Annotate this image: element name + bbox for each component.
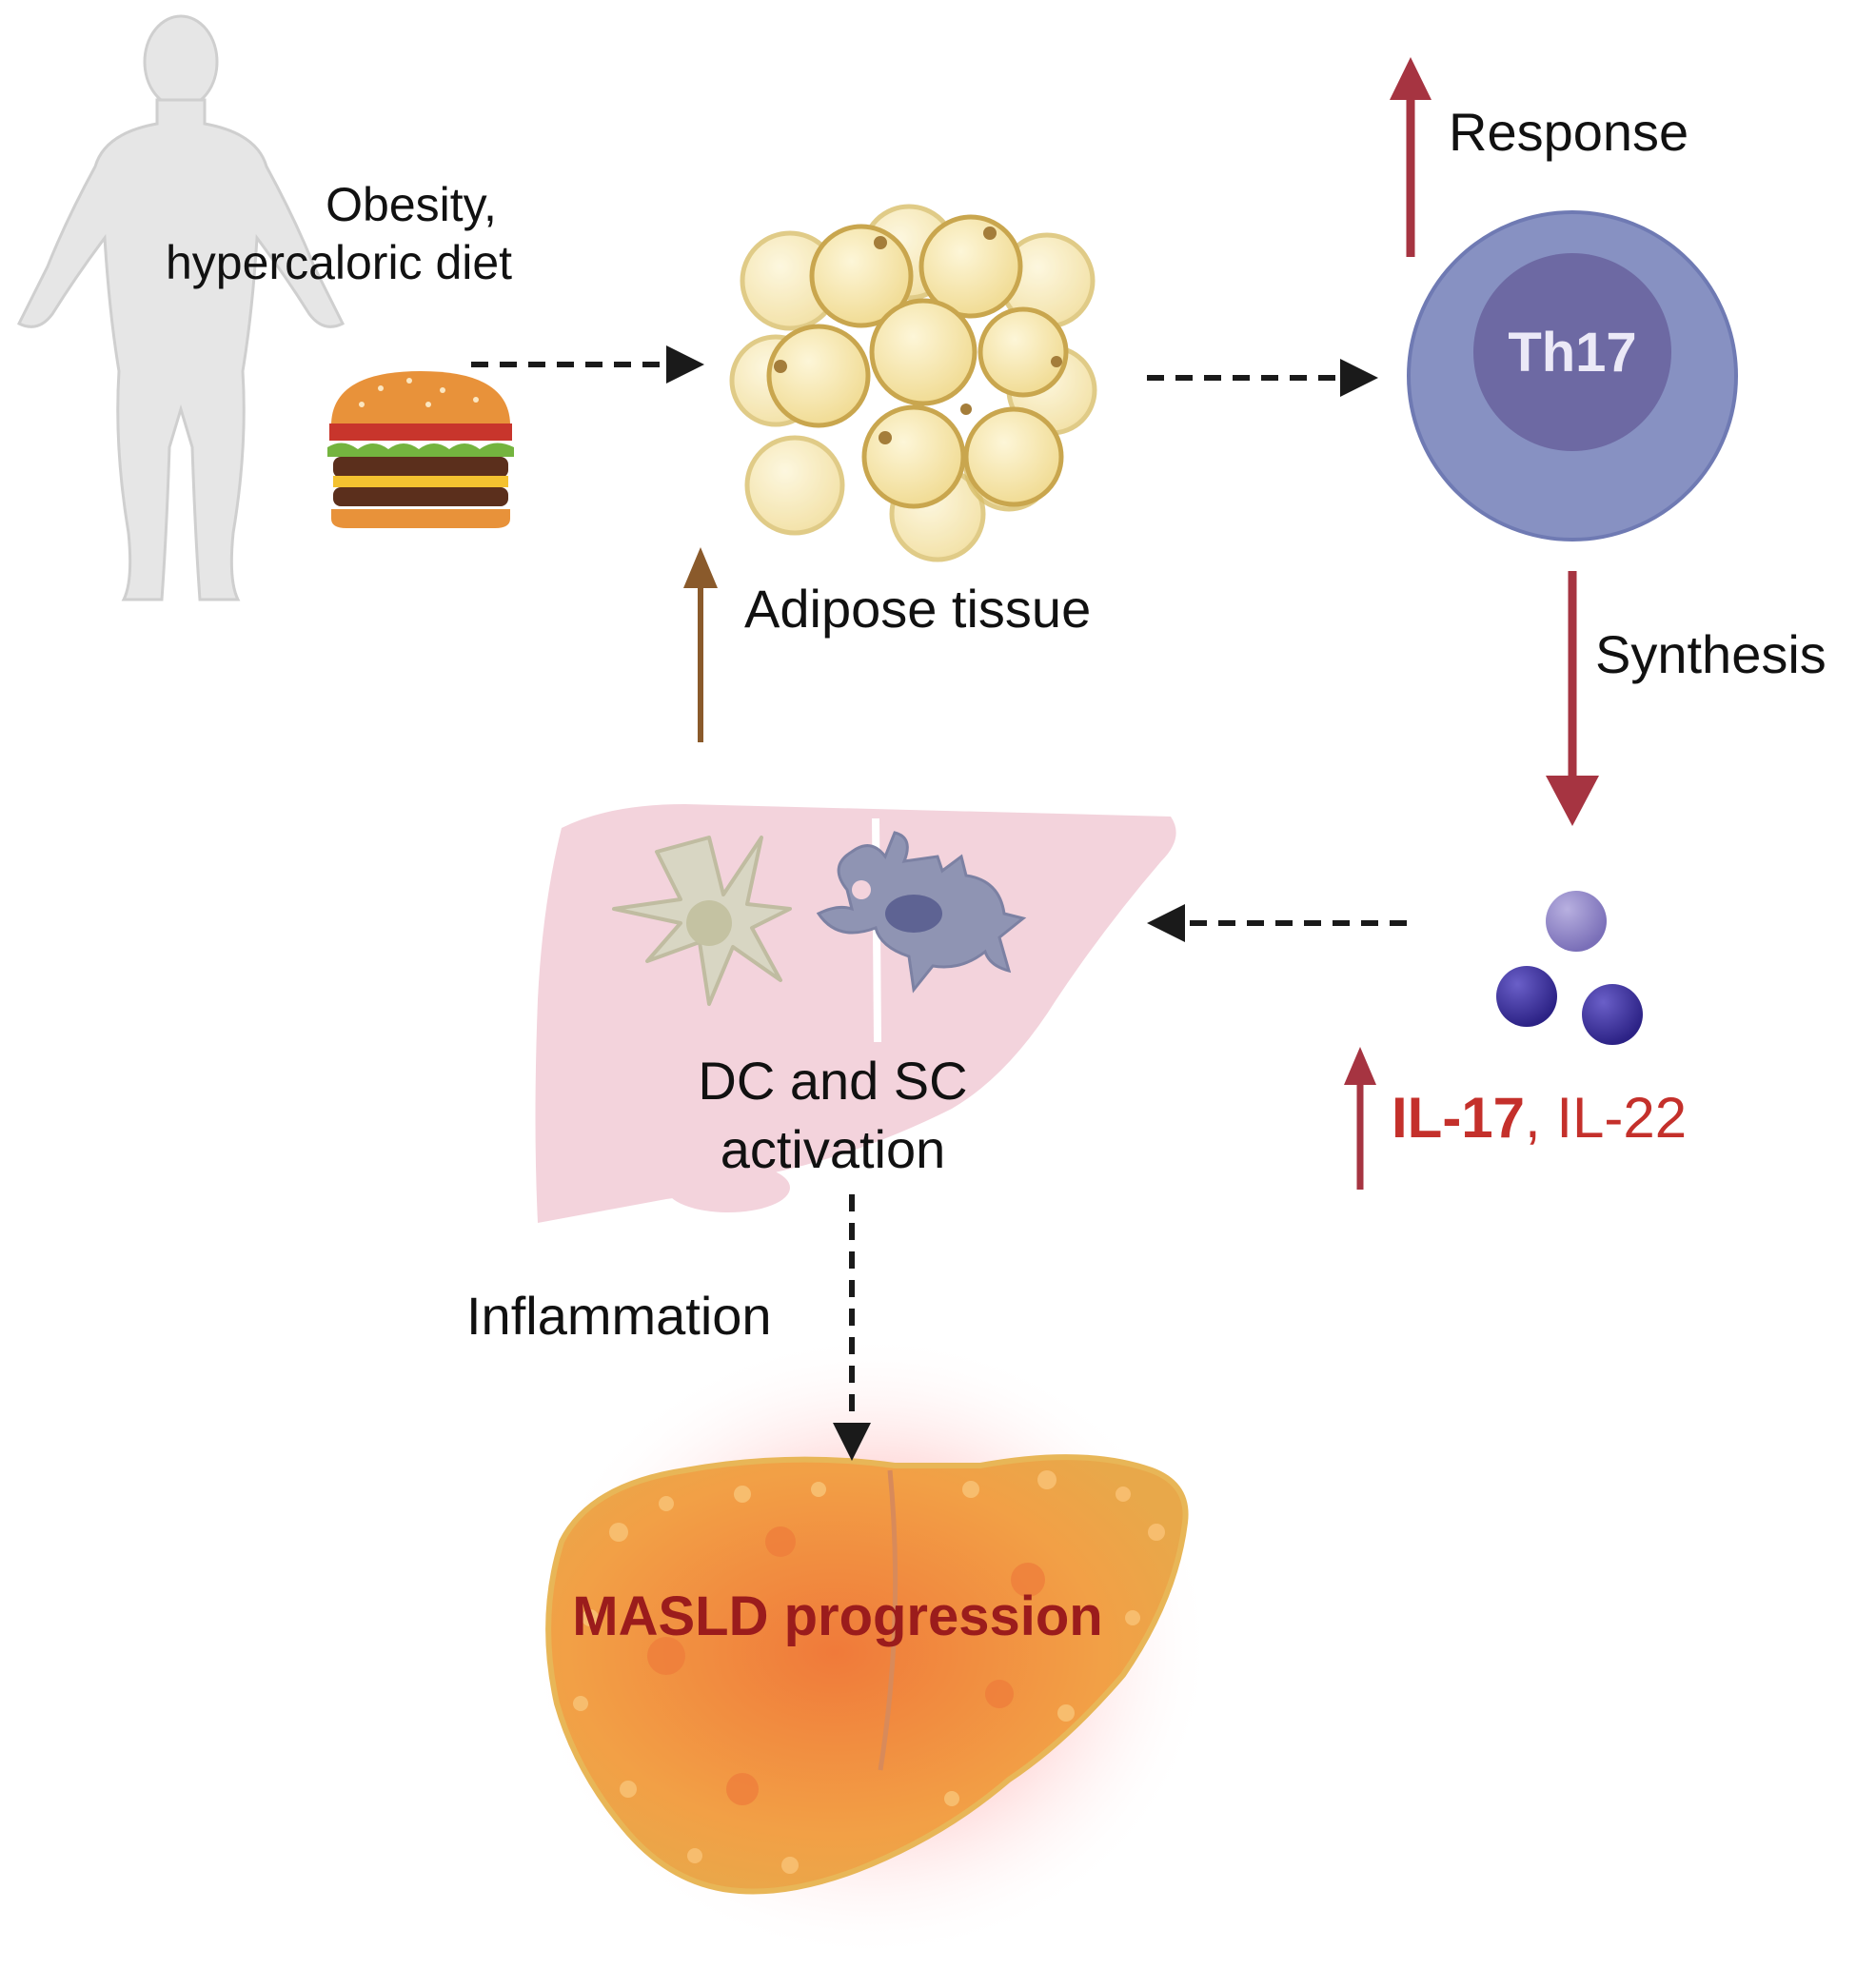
il22-label: IL-22 [1556, 1086, 1688, 1150]
cytokines-icon [1496, 891, 1643, 1045]
masld-label: MASLD progression [572, 1585, 1103, 1647]
th17-label: Th17 [1508, 322, 1637, 384]
inflammation-label: Inflammation [466, 1286, 772, 1346]
dc-sc-label: DC and SC activation [666, 1047, 999, 1184]
burger-icon [327, 371, 514, 528]
dendritic-cell-icon [612, 836, 792, 1006]
person-icon [16, 14, 346, 601]
adipose-label: Adipose tissue [744, 579, 1092, 639]
diseased-liver-icon [545, 1454, 1189, 1895]
th17-cell-icon [1407, 210, 1738, 541]
synthesis-label: Synthesis [1595, 624, 1827, 684]
response-label: Response [1449, 102, 1689, 162]
comma-label: , [1525, 1086, 1541, 1150]
stellate-cell-icon [816, 831, 1027, 994]
adipose-cells-icon [729, 204, 1097, 562]
adipose-feedback-arrow [683, 547, 718, 742]
response-arrow [1390, 57, 1432, 257]
obesity-label-line1: Obesity, [326, 178, 497, 231]
il17-label: IL-17 [1392, 1086, 1526, 1150]
cytokine-label: IL-17, IL-22 [1392, 1085, 1687, 1152]
diet-label: hypercaloric diet [166, 236, 513, 289]
obesity-label: Obesity, [268, 176, 554, 233]
il-increase-arrow [1344, 1047, 1376, 1190]
dc-sc-line1: DC and SC [698, 1051, 968, 1111]
synthesis-arrow [1546, 571, 1599, 826]
dc-sc-line2: activation [720, 1119, 946, 1179]
